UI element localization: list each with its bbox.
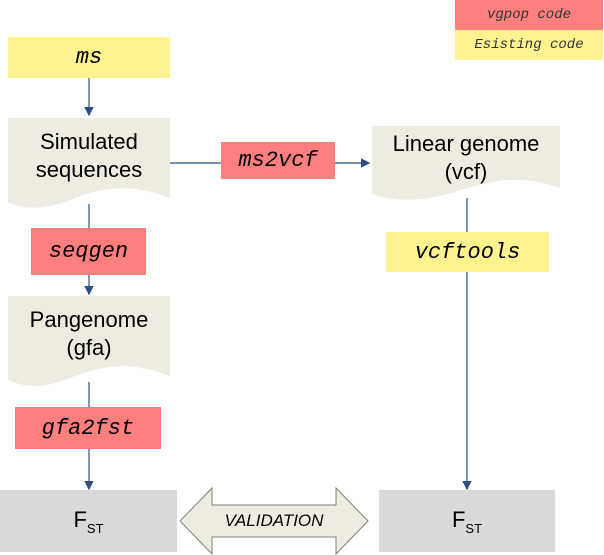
- pangenome-line2: (gfa): [66, 335, 112, 360]
- vcftools-node: vcftools: [386, 232, 549, 272]
- seqgen-node: seqgen: [31, 228, 146, 275]
- fst-left-node: FST: [0, 490, 177, 552]
- simulated-sequences-node: Simulated sequences: [8, 128, 170, 188]
- ms2vcf-node: ms2vcf: [221, 142, 335, 179]
- linear-genome-doc-shape: [372, 126, 560, 200]
- linear-line1: Linear genome: [392, 131, 540, 156]
- linear-genome-node: Linear genome (vcf): [372, 130, 560, 186]
- legend-existing-label: Esisting code: [474, 37, 584, 53]
- validation-label: VALIDATION: [224, 511, 324, 530]
- legend-existing-code: Esisting code: [455, 30, 603, 60]
- legend-vgpop-code: vgpop code: [455, 0, 603, 30]
- gfa2fst-label: gfa2fst: [41, 415, 135, 441]
- seqgen-label: seqgen: [48, 239, 129, 264]
- gfa2fst-node: gfa2fst: [15, 407, 161, 449]
- legend-vgpop-label: vgpop code: [486, 7, 571, 23]
- pangenome-doc-shape: [8, 296, 170, 386]
- pangenome-node: Pangenome (gfa): [8, 306, 170, 366]
- fst-right-label: FST: [452, 507, 482, 536]
- validation-double-arrow: [179, 486, 369, 555]
- simulated-line1: Simulated: [40, 129, 138, 154]
- fst-left-main: F: [73, 506, 87, 532]
- simulated-sequences-doc-shape: [8, 118, 170, 208]
- simulated-line2: sequences: [35, 157, 143, 182]
- fst-right-node: FST: [379, 490, 555, 552]
- ms2vcf-label: ms2vcf: [238, 148, 318, 173]
- fst-left-sub: ST: [86, 520, 104, 536]
- ms-node: ms: [8, 37, 170, 78]
- fst-right-main: F: [451, 506, 466, 532]
- linear-line2: (vcf): [444, 159, 488, 184]
- pangenome-line1: Pangenome: [29, 307, 149, 332]
- fst-right-sub: ST: [465, 520, 483, 536]
- validation-label-box: VALIDATION: [212, 505, 336, 537]
- vcftools-label: vcftools: [414, 239, 521, 265]
- ms-label: ms: [75, 45, 103, 70]
- fst-left-label: FST: [73, 507, 103, 536]
